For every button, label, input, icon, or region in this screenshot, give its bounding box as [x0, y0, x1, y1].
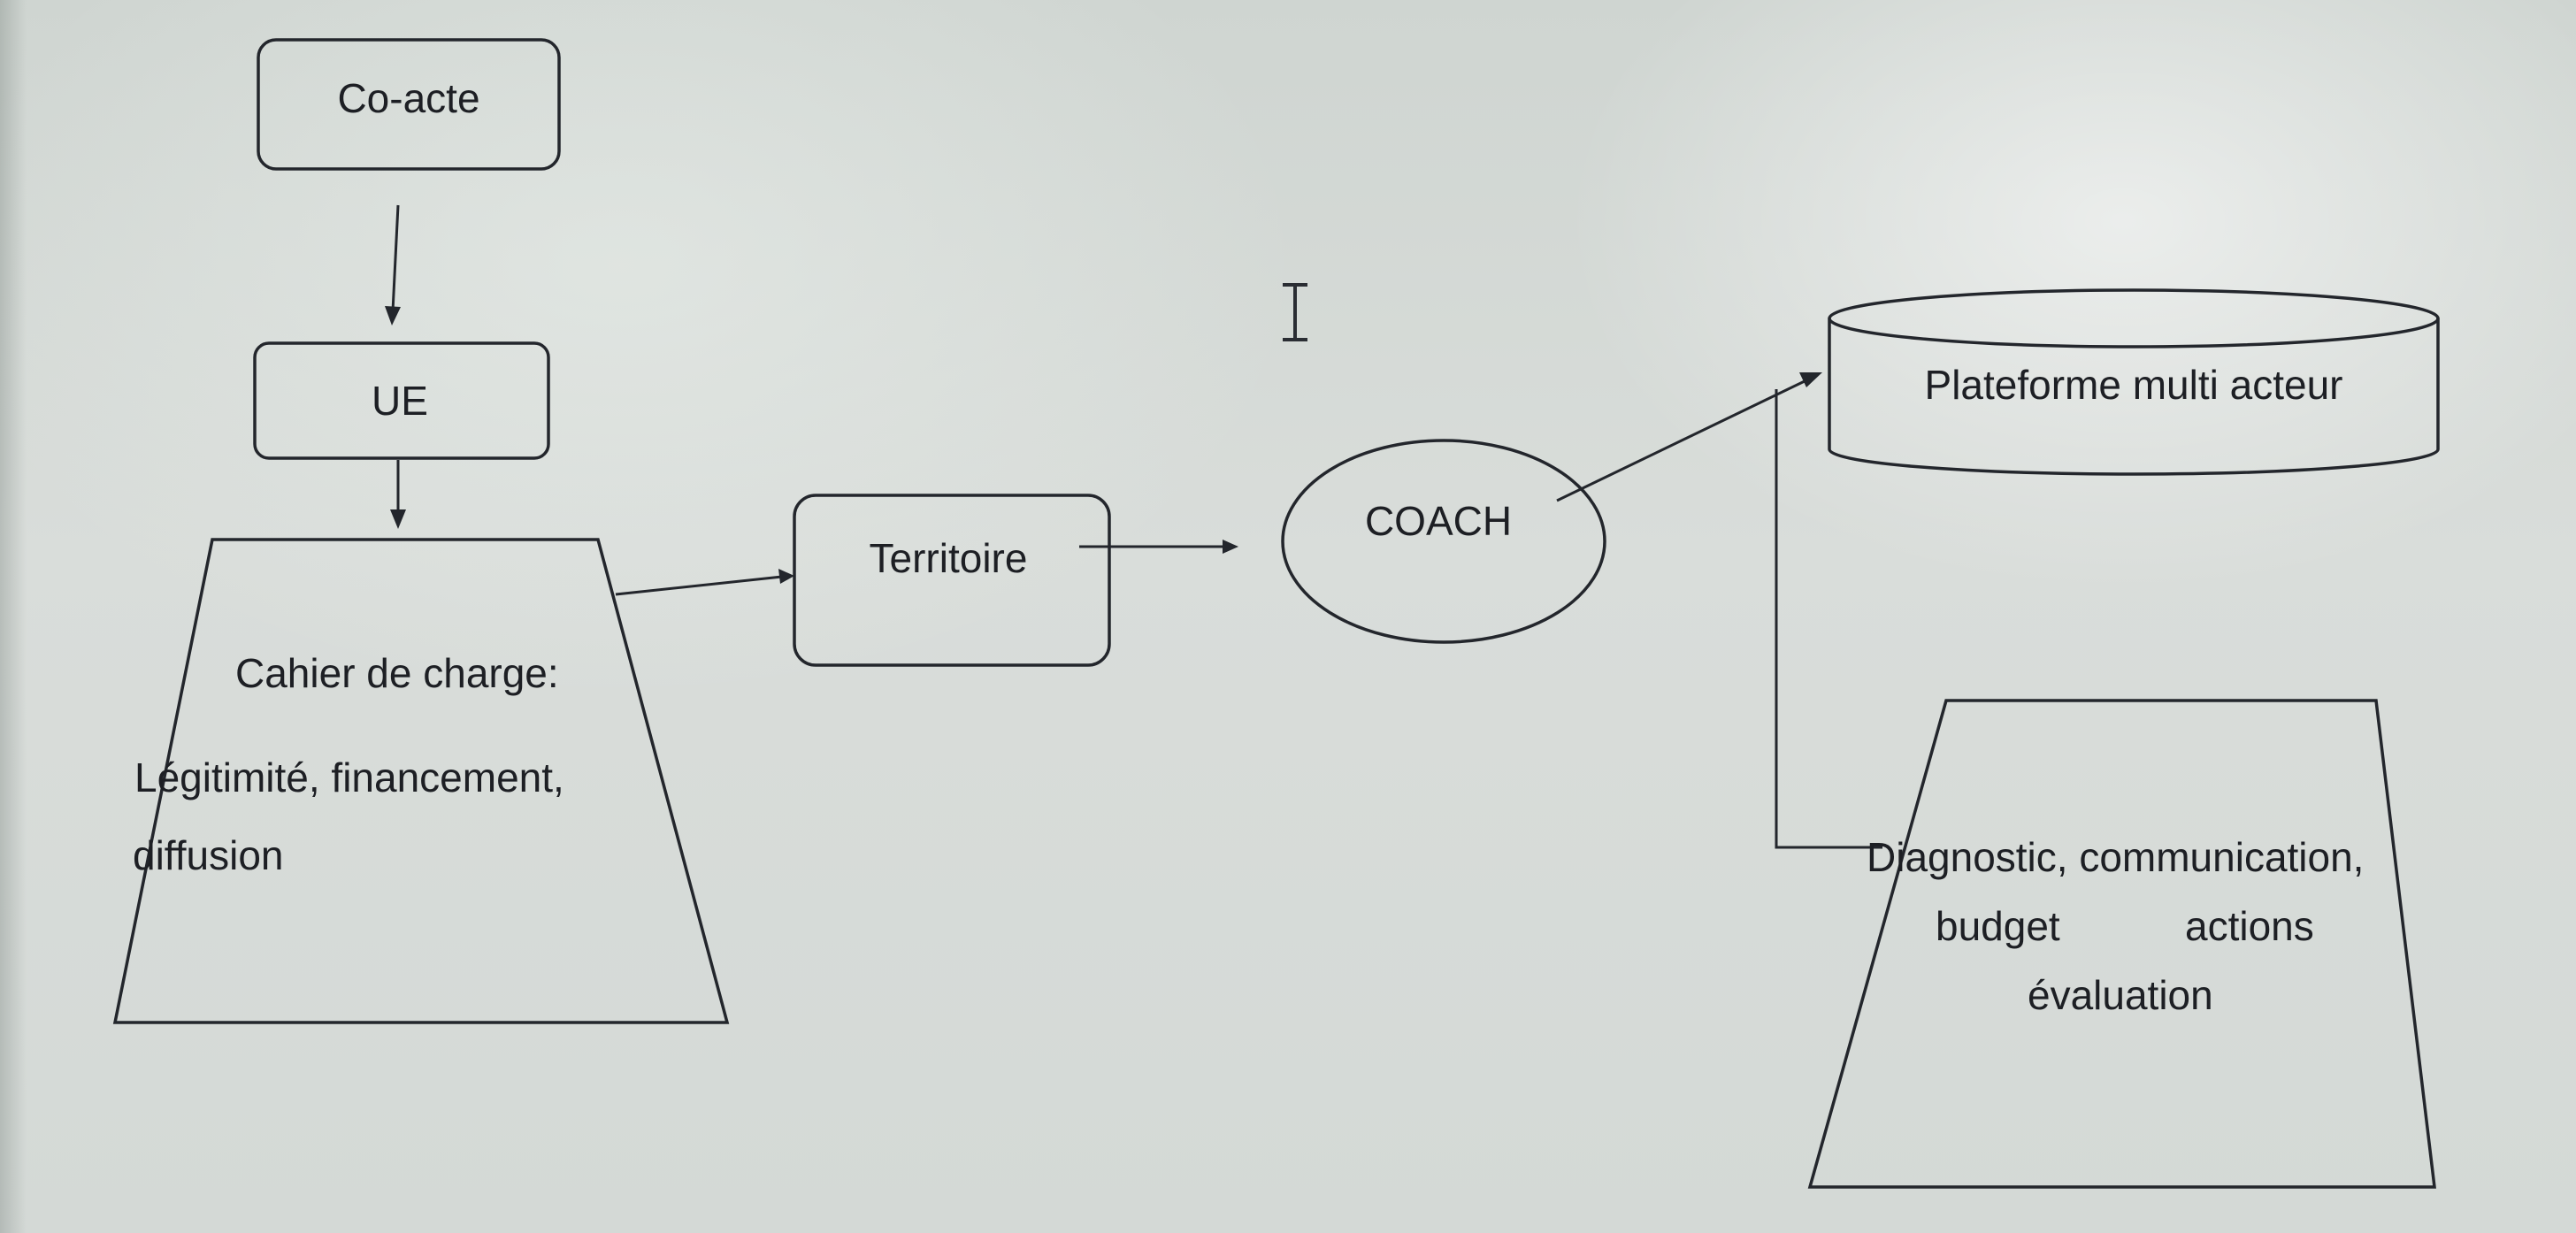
actions-line3-label: évaluation: [2028, 972, 2213, 1018]
territoire-label: Territoire: [869, 535, 1028, 581]
arrow-coach-plateforme: [1556, 372, 1822, 502]
arrow-ue-cahier: [390, 460, 406, 529]
ue-label: UE: [372, 378, 428, 424]
co-acte-node: [257, 38, 561, 171]
arrow-territoire-coach: [1079, 540, 1238, 554]
actions-line2b-label: actions: [2185, 903, 2314, 949]
cahier-line1-label: Légitimité, financement,: [134, 754, 564, 800]
ue-node: [253, 341, 550, 460]
cahier-title-label: Cahier de charge:: [235, 650, 559, 696]
coach-label: COACH: [1364, 498, 1513, 544]
territoire-node: [793, 494, 1111, 667]
cahier-de-charge-node: [112, 538, 730, 1024]
page-edge-shadow: [0, 0, 27, 1233]
co-acte-label: Co-acte: [337, 75, 480, 121]
text-cursor-icon: [1283, 283, 1307, 341]
actions-node: [1807, 699, 2436, 1189]
connector-to-actions: [1775, 389, 1882, 849]
arrow-cahier-territoire: [615, 569, 794, 596]
plateforme-node: [1828, 288, 2440, 476]
plateforme-label: Plateforme multi acteur: [1924, 362, 2343, 408]
actions-line2a-label: budget: [1936, 903, 2060, 949]
cahier-line2-label: diffusion: [133, 832, 284, 878]
arrow-coacte-ue: [385, 204, 401, 325]
coach-node: [1281, 439, 1606, 644]
actions-line1-label: Diagnostic, communication,: [1867, 834, 2365, 880]
